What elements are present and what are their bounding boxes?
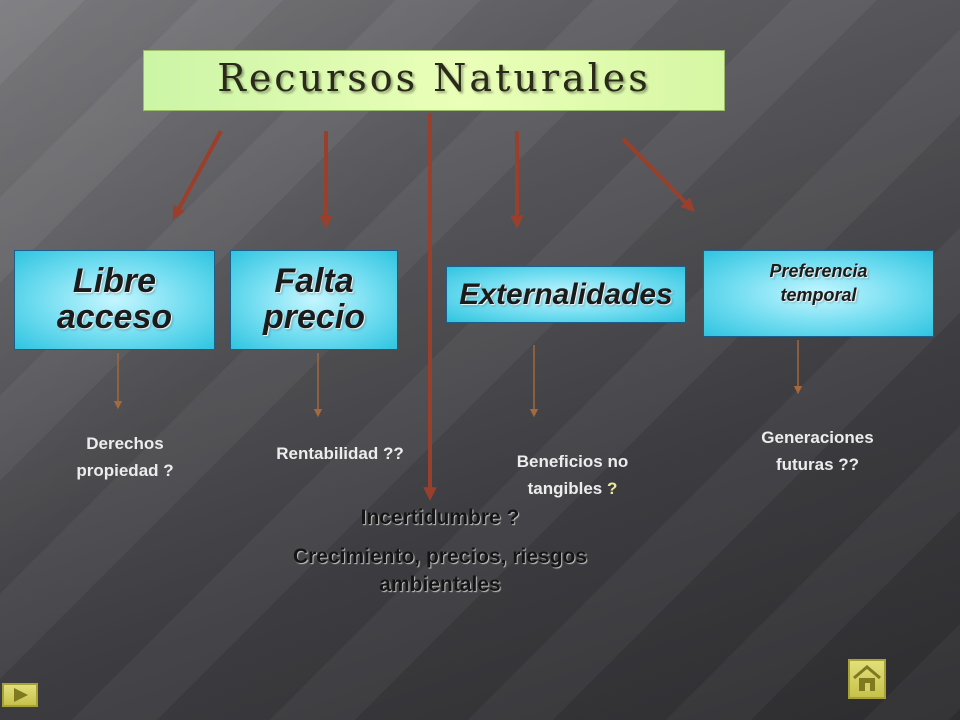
concept-label-line2: precio — [262, 298, 366, 336]
concept-preferencia-temporal: Preferencia temporal — [703, 250, 934, 337]
question-line1: Beneficios no — [516, 452, 629, 471]
concept-falta-precio: Falta precio — [230, 250, 398, 350]
home-button[interactable] — [848, 659, 886, 699]
uncertainty-title: Incertidumbre ? — [360, 506, 520, 529]
diagram-title: Recursos Naturales — [217, 55, 651, 100]
question-mark: ? — [606, 479, 618, 499]
arrow-to-preferencia-temporal — [621, 137, 695, 212]
concept-externalidades: Externalidades — [446, 266, 686, 323]
concept-label-line1: Falta — [274, 262, 354, 301]
concept-libre-acceso: Libre acceso — [14, 250, 215, 350]
uncertainty-line1: Crecimiento, precios, riesgos — [292, 545, 588, 568]
question-generaciones-futuras: Generaciones futuras ?? — [730, 424, 905, 478]
question-line1: Generaciones — [761, 428, 874, 447]
question-beneficios-no-tangibles: Beneficios no tangibles ? — [490, 448, 655, 502]
next-slide-button[interactable] — [2, 683, 38, 707]
concept-label: Externalidades — [459, 277, 673, 311]
question-line2: tangibles — [527, 479, 603, 499]
concept-label: Libre acceso — [56, 262, 173, 336]
concept-label: Preferencia temporal — [769, 259, 867, 308]
question-line2: futuras ?? — [775, 455, 860, 475]
question-derechos-propiedad: Derechos propiedad ? — [76, 434, 174, 481]
uncertainty-description: Crecimiento, precios, riesgos ambientale… — [250, 543, 630, 600]
concept-label-line2: temporal — [780, 285, 857, 306]
question-rentabilidad: Rentabilidad ?? — [276, 444, 404, 463]
right-arrow-icon — [14, 688, 28, 702]
concept-label-line1: Preferencia — [769, 261, 868, 281]
concept-label: Falta precio — [262, 262, 366, 336]
home-icon — [853, 665, 881, 691]
concept-label-line2: acceso — [56, 298, 173, 336]
concept-label-line1: Libre — [72, 262, 157, 301]
uncertainty-line2: ambientales — [379, 573, 501, 597]
arrow-to-libre-acceso — [172, 130, 223, 220]
title-box: Recursos Naturales — [143, 50, 725, 111]
